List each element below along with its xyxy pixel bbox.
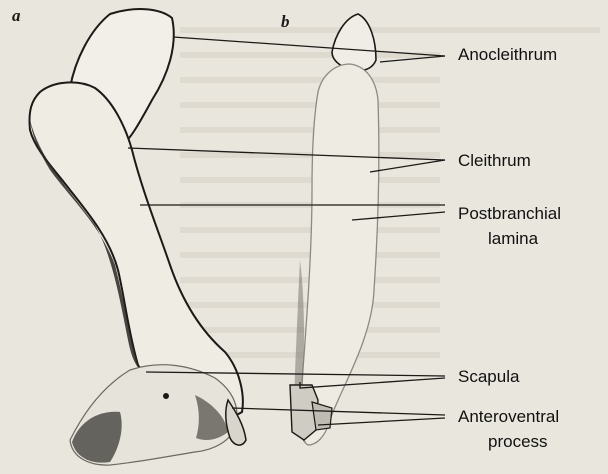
leader-anteroventral-a	[232, 408, 445, 415]
leader-anteroventral-b	[318, 418, 445, 425]
anocleithrum-b-shape	[332, 14, 376, 71]
label-anocleithrum: Anocleithrum	[458, 44, 557, 66]
panel-letter-a: a	[12, 6, 21, 26]
label-cleithrum: Cleithrum	[458, 150, 531, 172]
panel-letter-b: b	[281, 12, 290, 32]
background-texture	[180, 30, 600, 355]
label-scapula: Scapula	[458, 366, 519, 388]
label-anteroventral-line1: Anteroventral	[458, 406, 559, 428]
label-anteroventral-line2: process	[488, 431, 548, 453]
leader-cleithrum-b	[370, 160, 445, 172]
label-postbranchial-line1: Postbranchial	[458, 203, 561, 225]
label-postbranchial-line2: lamina	[488, 228, 538, 250]
foramen-dot	[163, 393, 169, 399]
